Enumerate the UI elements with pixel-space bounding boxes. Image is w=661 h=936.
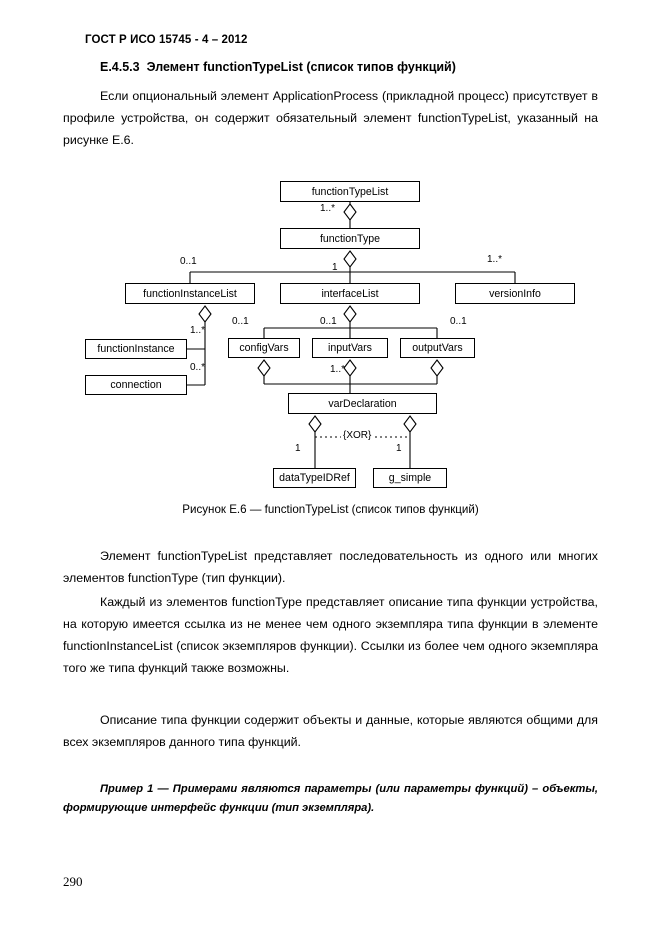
figure-caption: Рисунок E.6 — functionTypeList (список т… [182, 503, 479, 516]
uml-box-functioninstancelist: functionInstanceList [125, 283, 255, 304]
paragraph-body-2: Каждый из элементов functionType предста… [63, 595, 598, 675]
multiplicity-functiontype-versioninfo: 1..* [487, 254, 503, 265]
uml-box-connection: connection [85, 375, 187, 395]
uml-box-interfacelist: interfaceList [280, 283, 420, 304]
example-note-1: Пример 1 — Примерами являются параметры … [63, 783, 598, 814]
paragraph-intro: Если опциональный элемент ApplicationPro… [63, 89, 598, 147]
constraint-xor-label: {XOR} [341, 430, 374, 441]
uml-box-outputvars: outputVars [400, 338, 475, 358]
uml-box-inputvars: inputVars [312, 338, 388, 358]
multiplicity-interfacelist-outputvars: 0..1 [450, 316, 467, 327]
multiplicity-functiontype-interfacelist: 1 [332, 262, 338, 273]
uml-box-versioninfo: versionInfo [455, 283, 575, 304]
uml-box-functioninstance: functionInstance [85, 339, 187, 359]
uml-box-vardeclaration: varDeclaration [288, 393, 437, 414]
uml-box-configvars: configVars [228, 338, 300, 358]
multiplicity-functiontype-functioninstancelist: 0..1 [180, 256, 197, 267]
multiplicity-functioninstancelist-functioninstance: 1..* [190, 325, 206, 336]
uml-box-datatypeidref: dataTypeIDRef [273, 468, 356, 488]
uml-box-gsimple: g_simple [373, 468, 447, 488]
multiplicity-functioninstancelist-connection: 0..* [190, 362, 206, 373]
section-number: E.4.5.3 [100, 60, 140, 74]
paragraph-body-1: Элемент functionTypeList представляет по… [63, 549, 598, 585]
uml-box-functiontypelist: functionTypeList [280, 181, 420, 202]
section-heading: E.4.5.3 Элемент functionTypeList (список … [100, 60, 456, 74]
page-number: 290 [63, 874, 83, 889]
multiplicity-vars-vardeclaration: 1..* [330, 364, 346, 375]
multiplicity-vardeclaration-gsimple: 1 [396, 443, 402, 454]
document-standard-header: ГОСТ Р ИСО 15745 - 4 – 2012 [85, 34, 248, 46]
multiplicity-interfacelist-inputvars: 0..1 [320, 316, 337, 327]
multiplicity-functiontypelist-functiontype: 1..* [320, 203, 336, 214]
multiplicity-vardeclaration-datatypeidref: 1 [295, 443, 301, 454]
paragraph-body-3: Описание типа функции содержит объекты и… [63, 713, 598, 749]
section-title: Элемент functionTypeList (список типов ф… [146, 60, 456, 74]
uml-box-functiontype: functionType [280, 228, 420, 249]
multiplicity-interfacelist-configvars: 0..1 [232, 316, 249, 327]
